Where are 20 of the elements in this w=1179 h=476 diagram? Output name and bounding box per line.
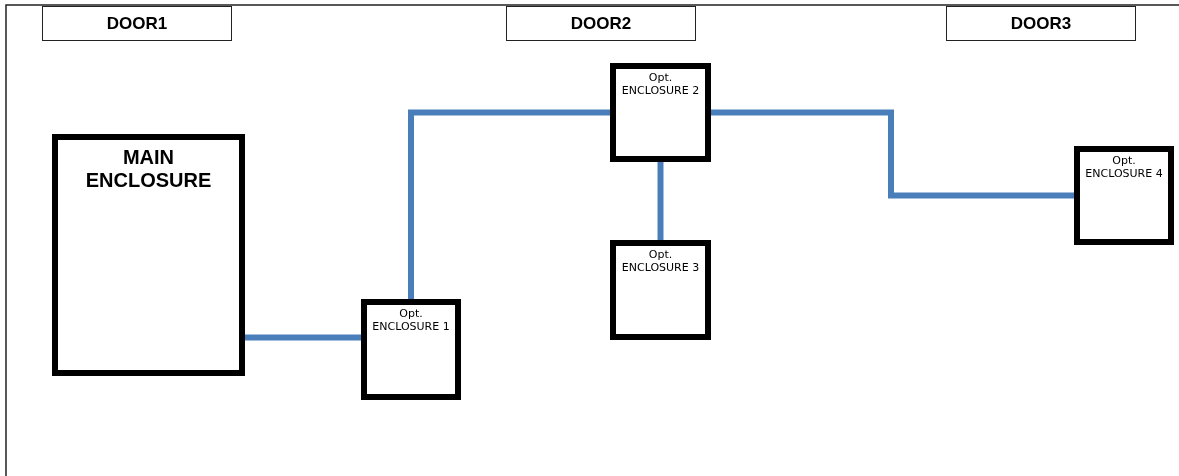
door-box bbox=[946, 6, 1136, 41]
enclosure-label: Opt. ENCLOSURE 4 bbox=[1084, 154, 1164, 182]
enclosure-label: Opt. ENCLOSURE 2 bbox=[620, 71, 701, 99]
enclosure-label: Opt. ENCLOSURE 3 bbox=[620, 248, 701, 276]
cable-line bbox=[657, 162, 664, 240]
enclosure-label: MAIN ENCLOSURE bbox=[84, 146, 213, 193]
enclosure-label: DOOR3 bbox=[1010, 15, 1072, 32]
cable-line bbox=[408, 109, 610, 299]
door-box bbox=[42, 6, 232, 41]
cable-line bbox=[711, 109, 1074, 199]
enclosure-label: DOOR1 bbox=[106, 15, 168, 32]
enclosure-box bbox=[361, 299, 461, 400]
enclosure-box bbox=[610, 63, 711, 162]
enclosure-box bbox=[1074, 146, 1174, 245]
cable-line bbox=[245, 334, 361, 341]
enclosure-box bbox=[52, 134, 245, 376]
enclosure-box bbox=[610, 240, 711, 340]
enclosure-label: Opt. ENCLOSURE 1 bbox=[371, 307, 451, 335]
enclosure-label: DOOR2 bbox=[570, 15, 632, 32]
door-box bbox=[506, 6, 696, 41]
